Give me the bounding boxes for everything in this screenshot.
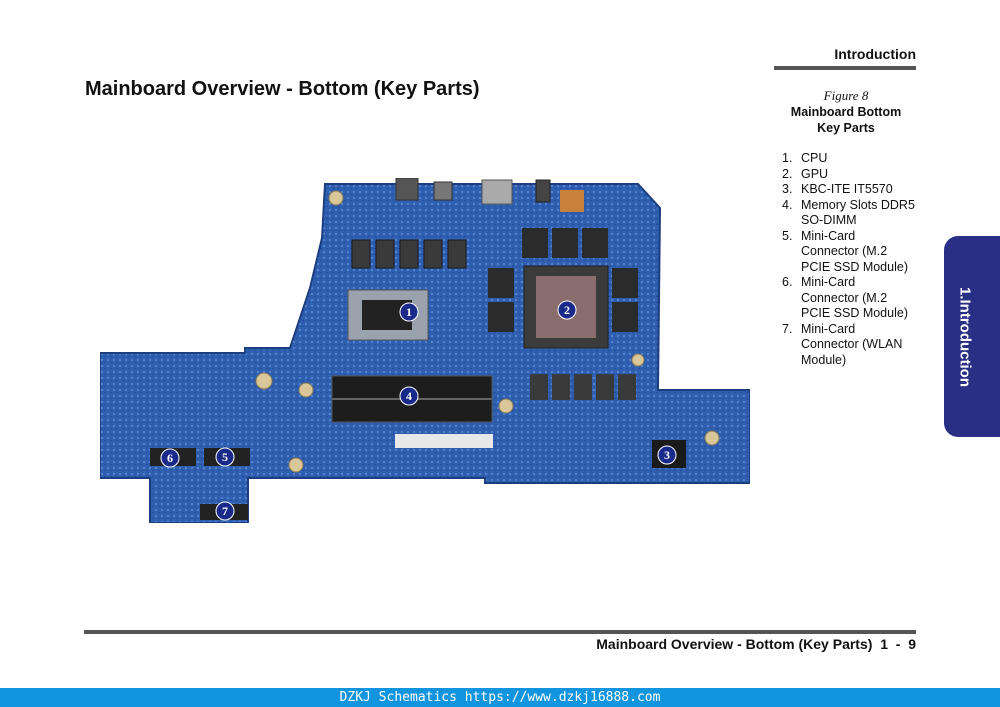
list-item: 5.Mini-Card Connector (M.2 PCIE SSD Modu… bbox=[782, 228, 908, 274]
footer-page-label: Mainboard Overview - Bottom (Key Parts) … bbox=[596, 636, 916, 652]
figure-title-line1: Mainboard Bottom bbox=[790, 105, 902, 119]
figure-title-line2: Key Parts bbox=[817, 121, 875, 135]
footer-rule bbox=[84, 630, 916, 634]
figure-number: Figure 8 bbox=[823, 88, 869, 103]
figure-caption: Figure 8 Mainboard Bottom Key Parts bbox=[776, 88, 916, 136]
chapter-tab-label-wrap: 1.Introduction bbox=[944, 236, 986, 437]
page-title: Mainboard Overview - Bottom (Key Parts) bbox=[85, 78, 480, 100]
list-item: 2.GPU bbox=[782, 166, 829, 181]
header-rule bbox=[774, 66, 916, 70]
mainboard-image bbox=[100, 178, 750, 523]
list-item: 3.KBC-ITE IT5570 bbox=[782, 182, 893, 196]
chapter-tab-label: 1.Introduction bbox=[956, 286, 974, 387]
key-parts-list: 1.CPU 2.GPU 3.KBC-ITE IT5570 4.Memory Sl… bbox=[782, 151, 922, 368]
list-item: 1.CPU bbox=[782, 151, 828, 165]
list-item: 7.Mini-Card Connector (WLAN Module) bbox=[782, 321, 903, 367]
section-header: Introduction bbox=[834, 46, 916, 62]
list-item: 4.Memory Slots DDR5 SO-DIMM bbox=[782, 197, 915, 228]
list-item: 6.Mini-Card Connector (M.2 PCIE SSD Modu… bbox=[782, 275, 908, 320]
chapter-tab[interactable] bbox=[944, 236, 1000, 437]
watermark-bar: DZKJ Schematics https://www.dzkj16888.co… bbox=[0, 688, 1000, 707]
